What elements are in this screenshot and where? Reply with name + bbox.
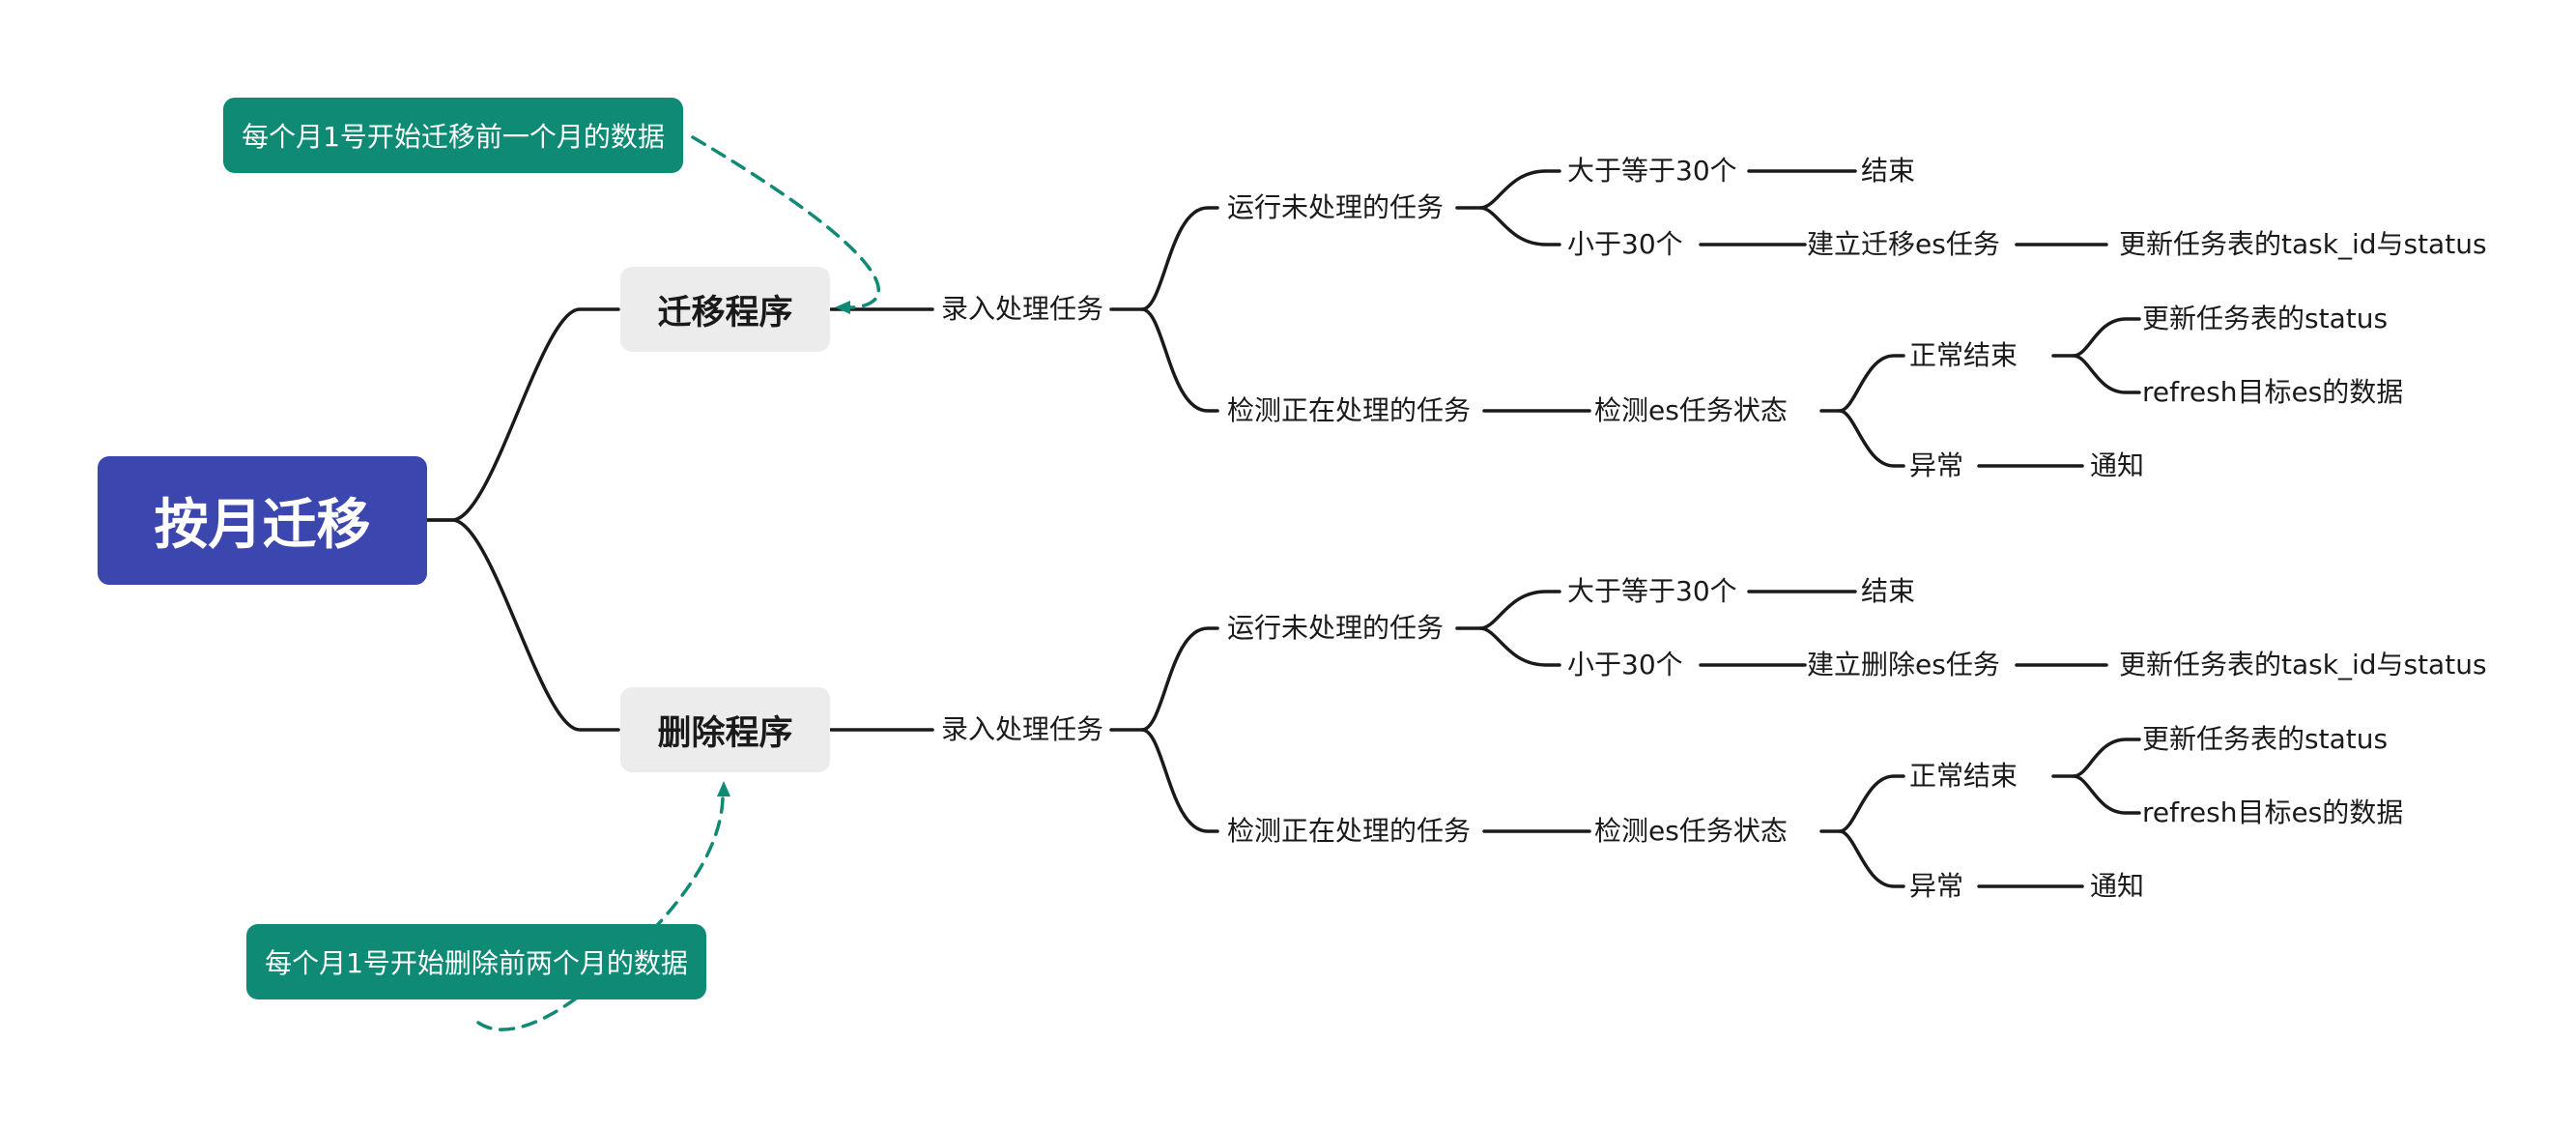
end-node[interactable]: 结束 bbox=[1861, 155, 1916, 187]
refresh-target-es[interactable]: refresh目标es的数据 bbox=[2142, 796, 2404, 828]
lt-30-condition[interactable]: 小于30个 bbox=[1567, 228, 1683, 260]
abnormal[interactable]: 异常 bbox=[1909, 870, 1964, 902]
migrate-program[interactable]: 迁移程序 bbox=[620, 267, 830, 352]
entry-task[interactable]: 录入处理任务 bbox=[941, 293, 1104, 325]
create-es-task[interactable]: 建立删除es任务 bbox=[1807, 649, 2000, 680]
delete-program[interactable]: 删除程序 bbox=[620, 687, 830, 772]
normal-end[interactable]: 正常结束 bbox=[1909, 339, 2018, 371]
gte-30-condition[interactable]: 大于等于30个 bbox=[1567, 155, 1737, 187]
lt-30-condition[interactable]: 小于30个 bbox=[1567, 649, 1683, 680]
check-es-task-status[interactable]: 检测es任务状态 bbox=[1594, 815, 1788, 847]
check-processing-task[interactable]: 检测正在处理的任务 bbox=[1227, 815, 1472, 847]
entry-task[interactable]: 录入处理任务 bbox=[941, 713, 1104, 745]
root-topic[interactable]: 按月迁移 bbox=[98, 456, 427, 585]
update-task-id-status[interactable]: 更新任务表的task_id与status bbox=[2119, 649, 2487, 680]
normal-end[interactable]: 正常结束 bbox=[1909, 760, 2018, 792]
create-es-task[interactable]: 建立迁移es任务 bbox=[1807, 228, 2000, 260]
end-node[interactable]: 结束 bbox=[1861, 575, 1916, 607]
migrate-note[interactable]: 每个月1号开始迁移前一个月的数据 bbox=[223, 98, 683, 173]
notify[interactable]: 通知 bbox=[2090, 870, 2145, 902]
run-unprocessed-task[interactable]: 运行未处理的任务 bbox=[1227, 191, 1445, 223]
check-es-task-status[interactable]: 检测es任务状态 bbox=[1594, 394, 1788, 426]
abnormal[interactable]: 异常 bbox=[1909, 449, 1964, 481]
delete-note[interactable]: 每个月1号开始删除前两个月的数据 bbox=[246, 924, 706, 999]
update-status[interactable]: 更新任务表的status bbox=[2142, 723, 2389, 755]
update-task-id-status[interactable]: 更新任务表的task_id与status bbox=[2119, 228, 2487, 260]
gte-30-condition[interactable]: 大于等于30个 bbox=[1567, 575, 1737, 607]
run-unprocessed-task[interactable]: 运行未处理的任务 bbox=[1227, 612, 1445, 644]
check-processing-task[interactable]: 检测正在处理的任务 bbox=[1227, 394, 1472, 426]
notify[interactable]: 通知 bbox=[2090, 449, 2145, 481]
refresh-target-es[interactable]: refresh目标es的数据 bbox=[2142, 376, 2404, 408]
update-status[interactable]: 更新任务表的status bbox=[2142, 303, 2389, 334]
